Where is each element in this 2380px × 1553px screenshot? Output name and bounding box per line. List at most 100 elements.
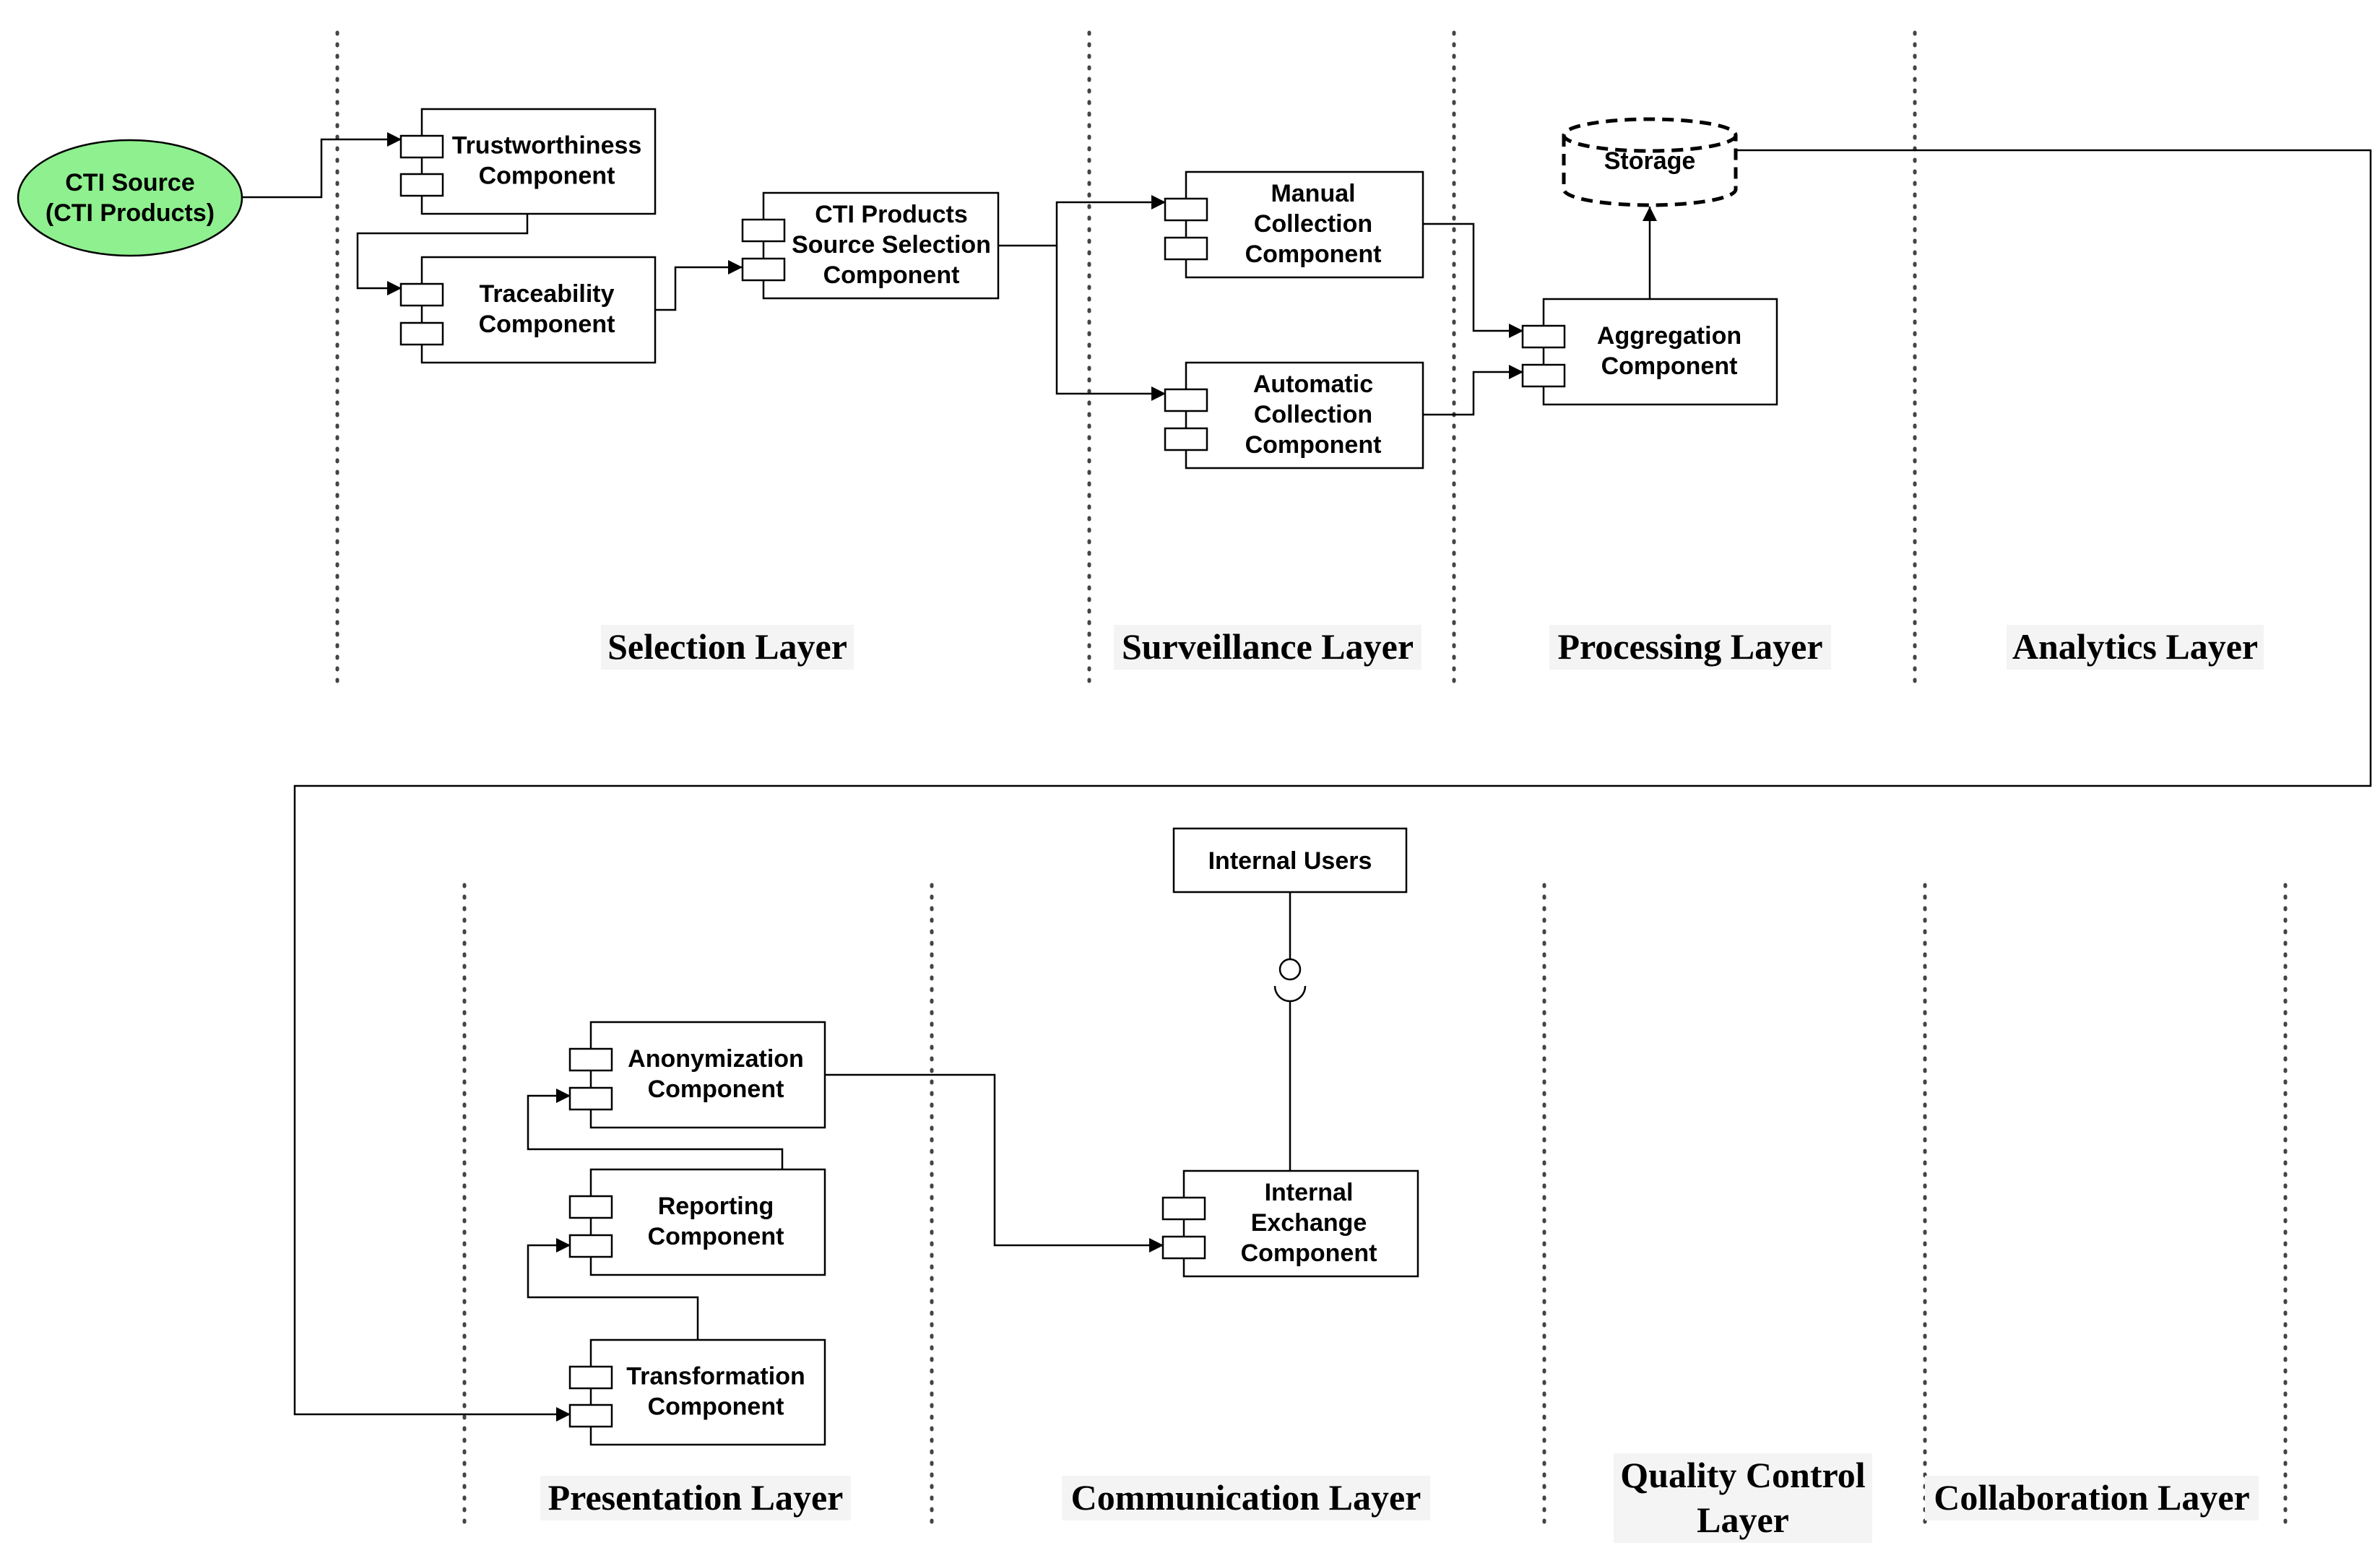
cti-source-ellipse [17, 139, 243, 257]
layer-label-background [601, 625, 854, 670]
connector-automatic-to-aggregation [1423, 365, 1523, 416]
layer-separators [335, 30, 2288, 1533]
connector-traceability-to-source-selection [655, 260, 743, 311]
component-box [1182, 1169, 1419, 1278]
text-line: Component [648, 1223, 784, 1250]
text-line: Reporting [658, 1193, 774, 1220]
component-box [420, 256, 657, 364]
internal-users-box [1172, 827, 1408, 894]
selection-layer-label: Selection Layer [601, 625, 854, 670]
internal-users-label: Internal Users [1208, 847, 1372, 875]
text-line: Exchange [1251, 1209, 1367, 1237]
component-port [1164, 427, 1208, 451]
layer-label-background [1614, 1453, 1872, 1543]
connector-source-selection-to-automatic [1055, 246, 1166, 401]
component-port [1164, 388, 1208, 412]
component-port [1161, 1235, 1206, 1260]
connector-anonymization-to-internal-exchange [825, 1073, 1164, 1253]
text-line: Aggregation [1597, 322, 1741, 350]
text-line: Component [479, 311, 615, 338]
component-box [1185, 361, 1424, 470]
text-line: Traceability [479, 280, 614, 308]
text-line: Storage [1604, 147, 1696, 175]
connector-trustworthiness-to-traceability [356, 214, 529, 295]
provided-interface-lollipop [1278, 958, 1302, 981]
text-line: Transformation [626, 1363, 805, 1390]
component-box [589, 1021, 826, 1129]
surveillance-layer-label: Surveillance Layer [1114, 625, 1421, 670]
required-interface-socket [1273, 985, 1307, 1003]
text-line: Internal Users [1208, 847, 1372, 875]
component-port [399, 134, 444, 159]
connector-source-to-trustworthiness [242, 132, 402, 199]
component-port [1521, 324, 1566, 349]
layer-label-background [540, 1476, 851, 1520]
connectors [242, 132, 2372, 1422]
layer-label-background [1925, 1476, 2259, 1520]
layer-label-background [1549, 625, 1831, 670]
analytics-layer-label-text: Analytics Layer [2012, 626, 2258, 667]
collaboration-layer-label: Collaboration Layer [1925, 1476, 2259, 1520]
component-port [741, 218, 786, 243]
text-line: Component [823, 261, 960, 289]
text-line: Trustworthiness [452, 132, 642, 160]
communication-layer-label: Communication Layer [1062, 1476, 1430, 1520]
text-line: Selection Layer [607, 626, 847, 667]
layer-label-background [1062, 1476, 1430, 1520]
connector-storage-to-transformation [293, 149, 2372, 1422]
component-port [399, 282, 444, 307]
text-line: Component [1245, 241, 1382, 268]
text-line: Collection [1254, 210, 1372, 238]
connector-manual-to-aggregation [1423, 222, 1523, 338]
text-line: Component [479, 163, 615, 190]
cti-source-label-line2: (CTI Products) [46, 199, 215, 227]
component-port [568, 1403, 613, 1428]
communication-layer-label-text: Communication Layer [1071, 1477, 1421, 1518]
layer-label-background [1114, 625, 1421, 670]
text-line: Component [1241, 1240, 1377, 1267]
storage-node: Storage [1562, 117, 1738, 207]
text-line: Component [648, 1393, 784, 1421]
storage-label: Storage [1604, 147, 1696, 175]
layer-labels: Selection Layer Surveillance Layer Process… [540, 625, 2264, 1543]
processing-layer-label: Processing Layer [1549, 625, 1831, 670]
layer-label-background [2007, 625, 2264, 670]
surveillance-layer-label-text: Surveillance Layer [1122, 626, 1414, 667]
component-port [568, 1195, 613, 1219]
connector-source-selection-to-manual [998, 195, 1166, 247]
connector-transformation-to-reporting [527, 1238, 699, 1340]
component-box [1185, 170, 1424, 279]
analytics-layer-label: Analytics Layer [2007, 625, 2264, 670]
text-line: Automatic [1253, 371, 1373, 398]
internal-users-node: Internal Users [1172, 827, 1408, 894]
component-port [1164, 236, 1208, 261]
component-box [589, 1338, 826, 1446]
text-line: Analytics Layer [2012, 626, 2258, 667]
text-line: Quality Control [1620, 1455, 1865, 1495]
component-port [568, 1234, 613, 1258]
storage-cylinder-body [1562, 135, 1738, 207]
text-line: Component [1245, 431, 1382, 459]
text-line: Collaboration Layer [1934, 1477, 2249, 1518]
selection-layer-label-text: Selection Layer [607, 626, 847, 667]
connector-reporting-to-anonymization [527, 1089, 784, 1169]
